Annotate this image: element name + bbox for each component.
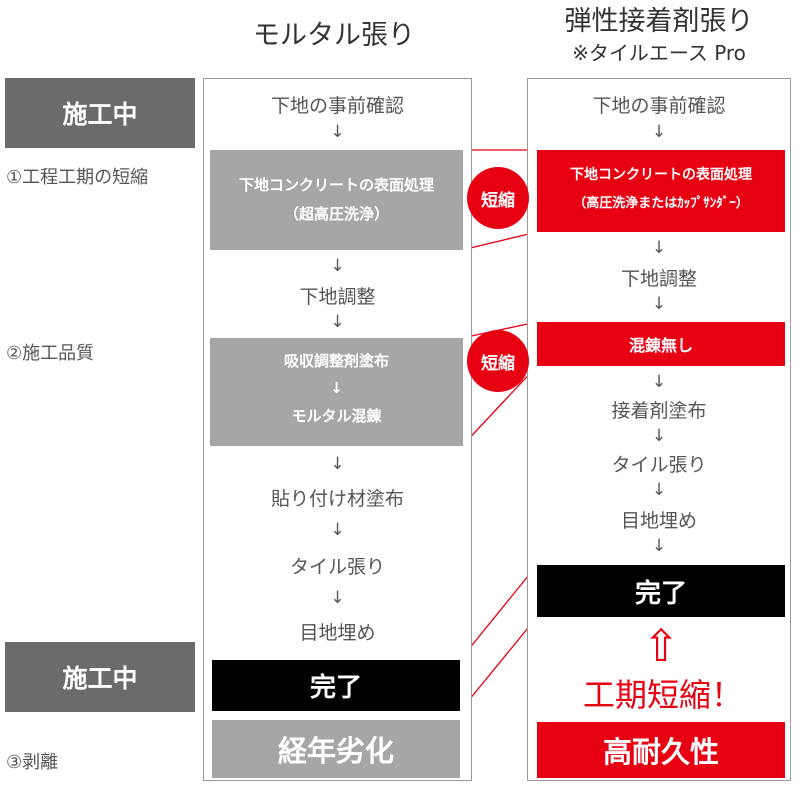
left-step-precheck: 下地の事前確認 (270, 94, 404, 117)
phase-label-bottom: 施工中 (5, 642, 195, 712)
down-arrow: ↓ (651, 122, 667, 142)
right-result-durability: 高耐久性 (537, 722, 785, 778)
down-arrow: ↓ (330, 454, 345, 474)
right-column-title: 弾性接着剤張り (564, 5, 754, 37)
down-arrow: ↓ (651, 294, 667, 314)
up-arrow-icon: ⇧ (642, 620, 680, 672)
connector-line (459, 616, 538, 712)
right-column-subtitle: ※タイルエース Pro (572, 40, 746, 65)
shorten-badge-mixing: 短縮 (467, 330, 529, 392)
down-arrow: ↓ (330, 122, 345, 142)
left-absorb-line1: 吸収調整剤塗布 (283, 352, 389, 370)
down-arrow: ↓ (651, 536, 667, 556)
down-arrow: ↓ (651, 426, 667, 446)
down-arrow: ↓ (330, 379, 343, 397)
right-step-adjust: 下地調整 (620, 267, 697, 290)
down-arrow: ↓ (330, 312, 345, 332)
side-label-peeling: ③剥離 (6, 752, 59, 773)
right-step-complete: 完了 (537, 565, 785, 617)
right-surface-line2: （高圧洗浄またはｶｯﾌﾟｻﾝﾀﾞｰ） (573, 196, 749, 211)
left-step-joint: 目地埋め (299, 621, 376, 644)
left-step-surface-treatment: 下地コンクリートの表面処理 （超高圧洗浄） (210, 150, 463, 250)
left-absorb-line2: モルタル混錬 (291, 407, 382, 425)
right-step-adhesive: 接着剤塗布 (611, 399, 707, 422)
shorten-badge-surface: 短縮 (467, 167, 529, 229)
left-step-tile: タイル張り (289, 555, 385, 578)
down-arrow: ↓ (330, 588, 345, 608)
down-arrow: ↓ (651, 372, 667, 392)
side-label-quality: ②施工品質 (6, 343, 95, 364)
right-step-no-mixing: 混錬無し (537, 322, 785, 366)
down-arrow: ↓ (330, 520, 345, 540)
connector-line (459, 564, 538, 661)
side-label-schedule: ①工程工期の短縮 (6, 167, 149, 188)
phase-label-top: 施工中 (5, 78, 195, 148)
right-surface-line1: 下地コンクリートの表面処理 (570, 167, 752, 183)
left-result-deterioration: 経年劣化 (212, 720, 460, 778)
right-step-precheck: 下地の事前確認 (592, 94, 726, 117)
left-step-adjust: 下地調整 (299, 285, 376, 308)
left-step-complete: 完了 (212, 660, 460, 711)
schedule-reduction-callout: 工期短縮！ (582, 676, 743, 714)
connector-line (461, 365, 538, 447)
right-step-surface-treatment: 下地コンクリートの表面処理 （高圧洗浄またはｶｯﾌﾟｻﾝﾀﾞｰ） (537, 150, 785, 232)
right-step-joint: 目地埋め (620, 509, 697, 532)
left-surface-line2: （超高圧洗浄） (283, 205, 389, 223)
down-arrow: ↓ (651, 238, 667, 258)
connector-line (461, 231, 538, 251)
right-step-tile: タイル張り (611, 453, 707, 476)
down-arrow: ↓ (330, 256, 345, 276)
left-column-title: モルタル張り (253, 19, 415, 51)
left-surface-line1: 下地コンクリートの表面処理 (238, 176, 434, 194)
down-arrow: ↓ (651, 480, 667, 500)
left-step-absorb-mix: 吸収調整剤塗布 ↓ モルタル混錬 (210, 338, 463, 446)
left-step-apply: 貼り付け材塗布 (270, 487, 404, 510)
